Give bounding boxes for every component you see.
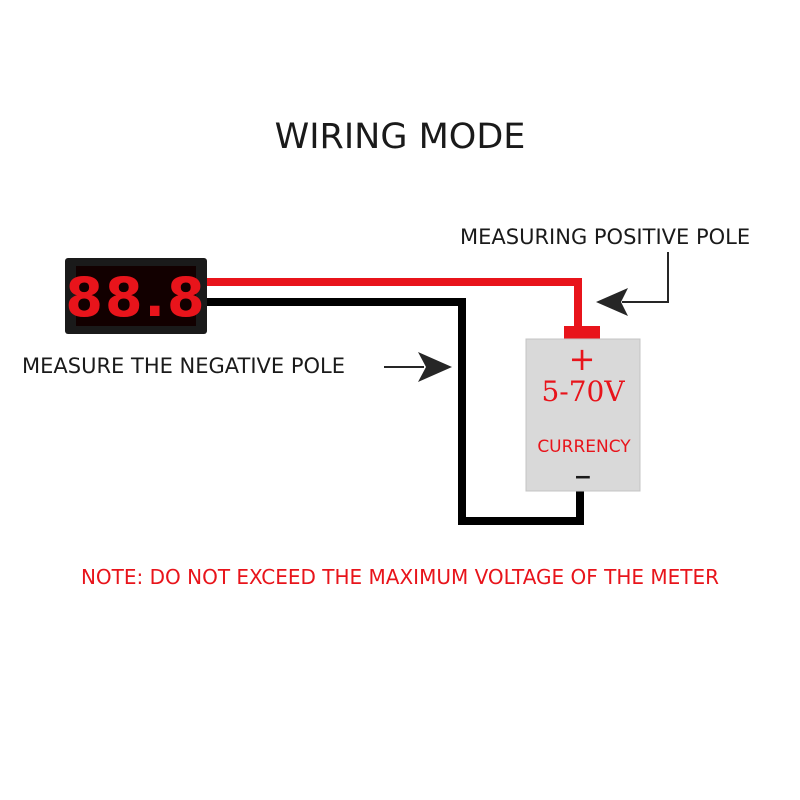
power-source: + 5-70V CURRENCY − <box>525 326 641 492</box>
positive-pole-label: MEASURING POSITIVE POLE <box>460 225 750 249</box>
positive-sign: + <box>569 340 596 378</box>
power-source-body <box>525 338 641 492</box>
negative-pole-arrow-icon <box>418 352 452 382</box>
source-name: CURRENCY <box>537 437 631 457</box>
positive-pole-arrow-icon <box>596 288 628 316</box>
negative-pole-callout: MEASURE THE NEGATIVE POLE <box>22 352 452 382</box>
positive-wire <box>204 278 582 328</box>
negative-sign: − <box>574 465 592 490</box>
voltmeter-display-window <box>76 266 196 326</box>
voltage-range: 5-70V <box>541 375 625 408</box>
voltmeter: 88.8 <box>65 258 207 334</box>
positive-pole-leader <box>622 252 669 303</box>
positive-pole-callout: MEASURING POSITIVE POLE <box>460 225 750 316</box>
warning-note: NOTE: DO NOT EXCEED THE MAXIMUM VOLTAGE … <box>81 565 719 589</box>
diagram-title: WIRING MODE <box>275 117 526 157</box>
negative-pole-label: MEASURE THE NEGATIVE POLE <box>22 354 345 378</box>
negative-wire <box>204 298 584 525</box>
positive-terminal <box>564 326 600 340</box>
voltmeter-display: 88.8 <box>65 266 206 329</box>
